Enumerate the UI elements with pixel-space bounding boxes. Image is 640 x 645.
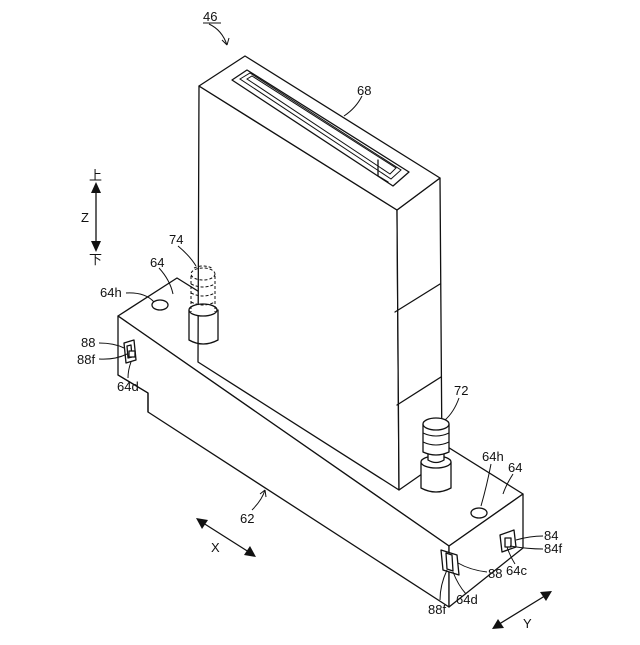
label-74: 74	[169, 232, 183, 247]
axis-y-label: Y	[523, 616, 532, 631]
axis-z-label: Z	[81, 210, 89, 225]
label-88f-front: 88f	[428, 602, 446, 617]
label-88f-left: 88f	[77, 352, 95, 367]
label-68: 68	[357, 83, 371, 98]
axis-z-arrow	[91, 182, 101, 252]
label-64d-front: 64d	[456, 592, 478, 607]
axis-x-label: X	[211, 540, 220, 555]
label-72: 72	[454, 383, 468, 398]
label-64c: 64c	[506, 563, 527, 578]
label-64-right: 64	[508, 460, 522, 475]
axis-up-label: 上	[89, 168, 102, 183]
label-64h-right: 64h	[482, 449, 504, 464]
label-64-left: 64	[150, 255, 164, 270]
clip-left	[124, 340, 136, 363]
label-64d-left: 64d	[117, 379, 139, 394]
hole-left	[152, 300, 168, 310]
label-64h-left: 64h	[100, 285, 122, 300]
label-88-left: 88	[81, 335, 95, 350]
label-84f: 84f	[544, 541, 562, 556]
label-46: 46	[203, 9, 217, 24]
label-88-front: 88	[488, 566, 502, 581]
hole-right	[471, 508, 487, 518]
label-62: 62	[240, 511, 254, 526]
axis-y-arrow	[492, 591, 552, 629]
axis-down-label: 下	[89, 252, 102, 267]
